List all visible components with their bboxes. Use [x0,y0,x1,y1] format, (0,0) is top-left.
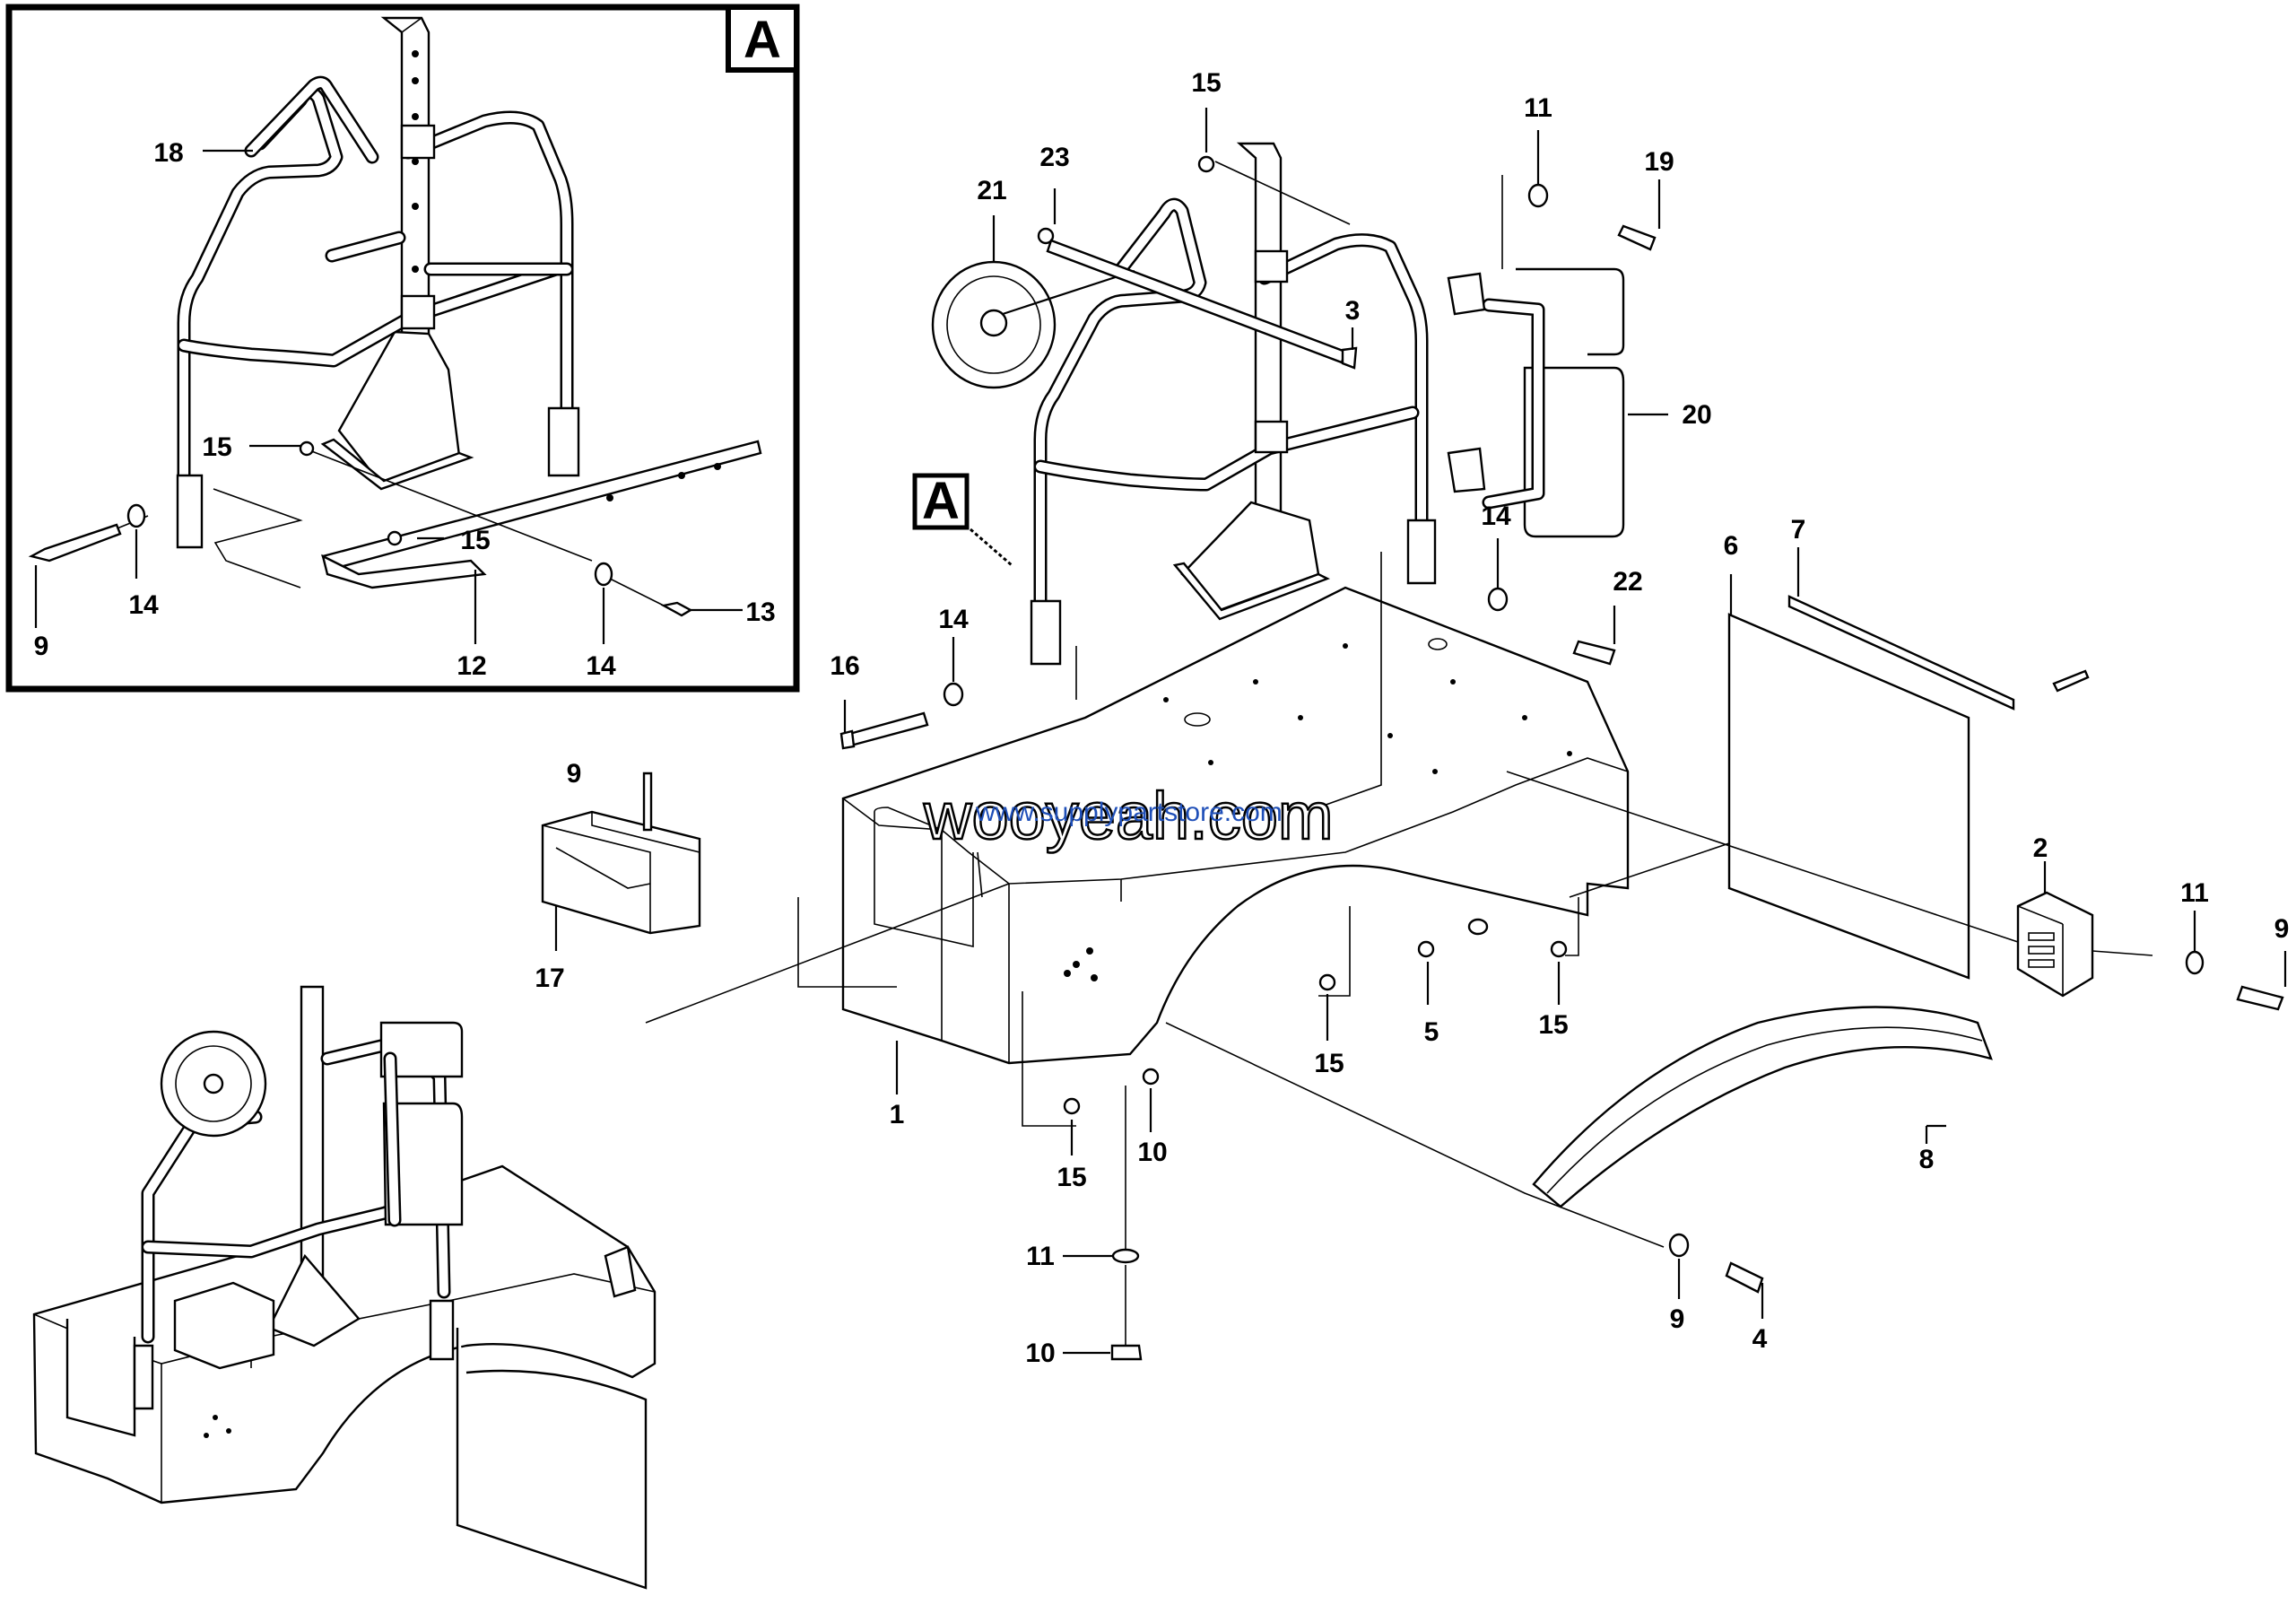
callout-label: 15 [1191,68,1221,98]
callout-label: 12 [457,651,486,681]
watermark-secondary: www.supplypartstore.com [975,798,1283,827]
callout-label: 18 [153,138,183,168]
callout-label: 4 [1752,1324,1768,1354]
work-lamp [2016,891,2094,998]
callout-label: 14 [1481,501,1511,531]
callout-label: 9 [1670,1304,1685,1334]
fender-body [841,586,1630,1065]
callout-label: 9 [567,759,582,789]
callout-label: 13 [745,597,775,627]
main-mast-column [1172,142,1330,621]
callout-label: 23 [1039,143,1069,172]
callout-label: 14 [938,605,969,634]
callout-label: 11 [1524,93,1552,123]
callout-label: 5 [1424,1017,1439,1047]
callout-label: 16 [830,651,859,681]
assembly-lines [645,161,2153,1350]
callout-label: 9 [2274,914,2290,944]
callout-label: 3 [1345,296,1361,326]
callout-label: 8 [1919,1145,1935,1174]
fasteners [642,155,2284,1361]
callout-label: 11 [2180,878,2209,908]
callout-label: 20 [1682,400,1711,430]
watermark: wooyeah.com www.supplypartstore.com [922,778,1335,855]
rear-fender [1532,1006,1993,1208]
callout-label: 19 [1644,147,1674,177]
callout-label: 15 [460,526,490,555]
callout-label: 21 [977,176,1006,205]
detail-a-marker: A [912,472,1013,567]
inset-guard-rail [176,75,580,549]
callout-label: 10 [1025,1339,1055,1368]
callout-label: 17 [535,964,564,993]
callout-label: 15 [202,432,231,462]
inset-mast-column [320,16,474,491]
callout-label: 15 [1314,1049,1344,1078]
callout-label: 15 [1057,1163,1086,1192]
callout-label: 15 [1538,1010,1568,1040]
callout-label: 14 [586,651,616,681]
callout-label: 14 [128,590,159,620]
spot-lamp [931,260,1135,389]
watermark-primary: wooyeah.com [923,779,1334,853]
callout-label: 1 [890,1100,905,1129]
callout-label: 9 [34,632,49,661]
side-panel [1727,595,2015,980]
detail-box-letter: A [744,11,781,69]
assembled-overview [32,985,657,1590]
tool-box [541,810,701,935]
callout-label: 6 [1724,531,1739,561]
callout-labels: 18 15 15 9 14 12 14 13 15 23 21 3 11 19 … [34,68,2290,1368]
callout-label: 22 [1613,567,1642,597]
detail-a-inset: A [5,4,800,693]
callout-label: 7 [1791,515,1806,545]
callout-label: 10 [1137,1138,1167,1167]
main-guard-rail [1030,197,1437,666]
callout-label: 2 [2033,833,2048,863]
callout-leaders [554,108,2287,1355]
callout-label: 11 [1026,1242,1055,1271]
rear-view-mirror [1447,267,1625,538]
detail-marker-letter: A [922,472,960,530]
